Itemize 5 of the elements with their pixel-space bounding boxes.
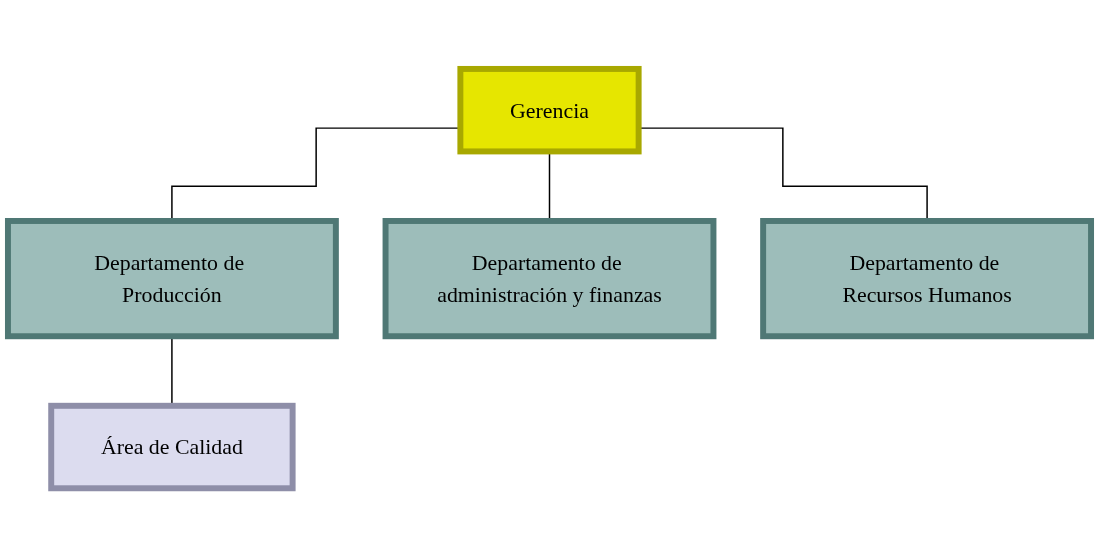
node-box: Área de Calidad	[48, 403, 296, 492]
node-box: Gerencia	[457, 66, 642, 155]
node-box: Departamento de Recursos Humanos	[760, 218, 1094, 340]
node-box: Departamento de administración y finanzas	[382, 218, 717, 340]
node-box: Departamento de Producción	[5, 218, 339, 340]
